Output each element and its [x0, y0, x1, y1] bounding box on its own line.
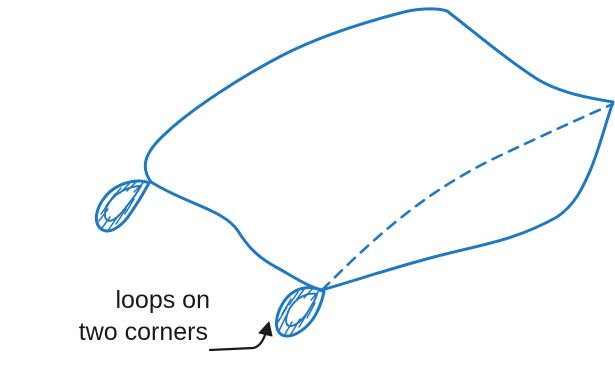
- left-loop-inner: [103, 185, 142, 222]
- bottom-loop-icon: [275, 286, 326, 338]
- left-loop-outer: [94, 179, 151, 233]
- left-loop-icon: [94, 179, 151, 233]
- callout-label-line-2: two corners: [78, 318, 208, 346]
- bottom-loop-hatching: [277, 287, 321, 337]
- callout-arrow-icon: [208, 321, 273, 352]
- bag-outline: [143, 7, 615, 292]
- bottom-loop-outer: [275, 286, 326, 338]
- callout-label-line-1: loops on: [115, 286, 210, 314]
- left-loop-hatching: [98, 181, 144, 230]
- hidden-back-edge: [320, 102, 615, 292]
- callout-arrowhead: [258, 321, 273, 337]
- callout-arrow-line: [208, 330, 268, 352]
